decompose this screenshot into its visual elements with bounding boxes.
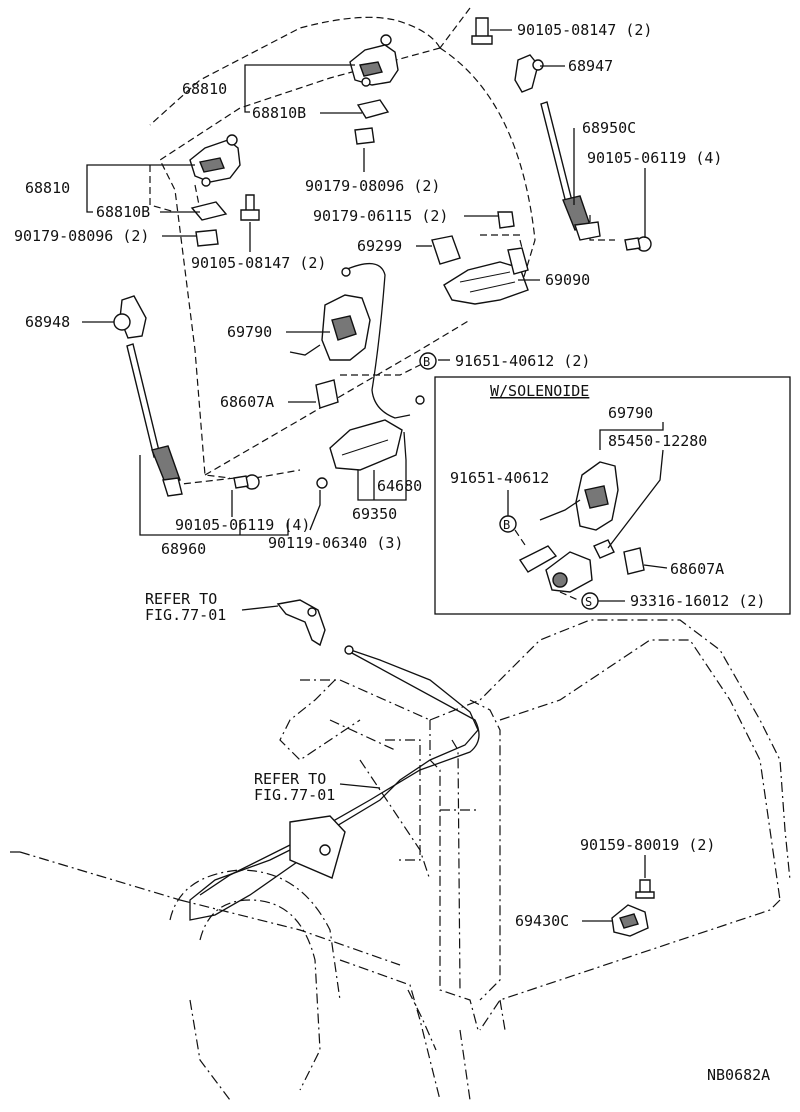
label-69350: 69350: [352, 505, 397, 523]
label-68810B-top: 68810B: [252, 104, 306, 122]
label-91651-40612: 91651-40612 (2): [455, 352, 590, 370]
clip-icon: [315, 379, 339, 409]
label-68948: 68948: [25, 313, 70, 331]
fuel-lid: [289, 815, 346, 879]
handle-assembly: [329, 419, 403, 471]
lock-assembly: [289, 294, 371, 361]
label-68810-top: 68810: [182, 80, 227, 98]
label-90105-06119-right: 90105-06119 (4): [587, 149, 722, 167]
nut-icon: [316, 477, 328, 489]
label-68950C: 68950C: [582, 119, 636, 137]
label-90179-08096-left: 90179-08096 (2): [14, 227, 149, 245]
grommet-icon: [195, 229, 219, 247]
label-90105-06119-bottom: 90105-06119 (4): [175, 516, 310, 534]
label-90159-80019: 90159-80019 (2): [580, 836, 715, 854]
bumper-icon: [431, 235, 461, 265]
vehicle-body-outline: [10, 619, 791, 1101]
label-90179-06115: 90179-06115 (2): [313, 207, 448, 225]
inset-bolt-b-marker-label: B: [503, 518, 510, 532]
label-68810-left: 68810: [25, 179, 70, 197]
leader-lines: [82, 29, 646, 536]
label-90105-08147-top: 90105-08147 (2): [517, 21, 652, 39]
inset-label-69790: 69790: [608, 404, 653, 422]
leader-refer-1: [241, 605, 279, 611]
cable: [344, 263, 411, 419]
solenoid-inset: W/SOLENOIDE 69790 85450-12280 91651-4061…: [434, 376, 791, 615]
striker: [611, 904, 649, 937]
label-69790: 69790: [227, 323, 272, 341]
strut-right: [514, 54, 652, 252]
label-64680: 64680: [377, 477, 422, 495]
label-69299: 69299: [357, 237, 402, 255]
screw-s-marker-label: S: [585, 595, 592, 609]
bolt-icon: [635, 879, 655, 899]
hinge-left: [189, 134, 241, 221]
bolt-b-marker: [419, 352, 437, 370]
label-69430C: 69430C: [515, 912, 569, 930]
label-90105-08147-mid: 90105-08147 (2): [191, 254, 326, 272]
inset-label-91651-40612: 91651-40612: [450, 469, 549, 487]
refer-to-label-1: REFER TO: [145, 590, 217, 608]
refer-to-fig-1: FIG.77-01: [145, 606, 226, 624]
inset-title: W/SOLENOIDE: [490, 382, 589, 400]
refer-to-fig-2: FIG.77-01: [254, 786, 335, 804]
inset-label-85450-12280: 85450-12280: [608, 432, 707, 450]
label-68960: 68960: [161, 540, 206, 558]
label-68947: 68947: [568, 57, 613, 75]
hinge-top: [349, 34, 399, 119]
label-90179-08096-mid: 90179-08096 (2): [305, 177, 440, 195]
inset-bolt-b-marker: [499, 515, 517, 533]
inset-label-68607A: 68607A: [670, 560, 724, 578]
bolt-icon: [471, 17, 493, 45]
label-68607A: 68607A: [220, 393, 274, 411]
release-lever: [276, 599, 326, 647]
label-69090: 69090: [545, 271, 590, 289]
washer-icon: [497, 211, 515, 229]
label-90119-06340: 90119-06340 (3): [268, 534, 403, 552]
refer-to-label-2: REFER TO: [254, 770, 326, 788]
diagram-code: NB0682A: [707, 1066, 770, 1084]
leader-refer-2: [339, 783, 381, 789]
strut-left: [113, 295, 260, 497]
label-68810B-left: 68810B: [96, 203, 150, 221]
bolt-b-marker-label: B: [423, 355, 430, 369]
release-cable: [189, 647, 479, 921]
inset-label-93316-16012: 93316-16012 (2): [630, 592, 765, 610]
grommet-icon: [354, 127, 375, 145]
bolt-icon: [240, 194, 260, 221]
latch-base: [443, 247, 529, 305]
